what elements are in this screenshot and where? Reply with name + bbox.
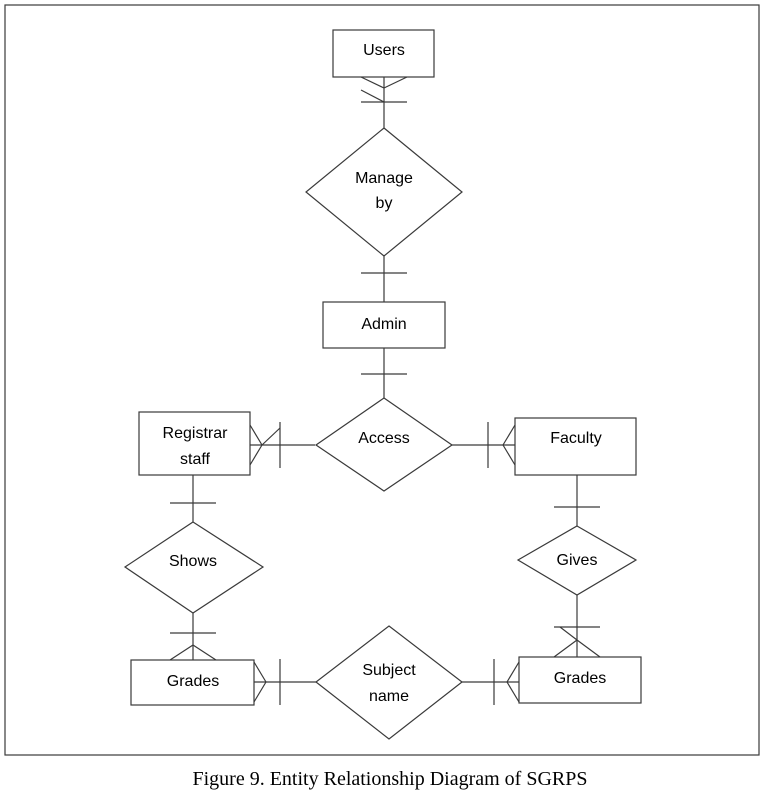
entity-users-label: Users bbox=[363, 42, 405, 59]
connectors bbox=[169, 76, 601, 705]
crows-foot-subject-right bbox=[493, 659, 520, 705]
relationship-subject-label-line2: name bbox=[369, 688, 409, 705]
entity-faculty: Faculty bbox=[514, 417, 637, 476]
relationship-shows: Shows bbox=[123, 521, 265, 614]
crows-foot-faculty bbox=[487, 422, 516, 468]
entity-faculty-label: Faculty bbox=[550, 430, 602, 447]
entity-admin-label: Admin bbox=[361, 316, 406, 333]
figure-caption: Figure 9. Entity Relationship Diagram of… bbox=[193, 768, 588, 790]
relationship-gives-label: Gives bbox=[557, 552, 598, 569]
entity-admin: Admin bbox=[322, 301, 446, 349]
entity-registrar-label-line1: Registrar bbox=[163, 425, 229, 442]
relationship-access: Access bbox=[314, 397, 454, 492]
relationship-gives: Gives bbox=[516, 525, 638, 596]
entity-registrar-label-line2: staff bbox=[180, 451, 211, 468]
crows-foot-users bbox=[360, 76, 408, 103]
crows-foot-grades-left bbox=[169, 632, 217, 661]
crows-foot-registrar bbox=[249, 422, 281, 468]
relationship-manage-label-line1: Manage bbox=[355, 170, 413, 187]
entity-grades-left-label: Grades bbox=[167, 673, 219, 690]
crows-foot-subject-left bbox=[253, 659, 281, 705]
entity-grades-left: Grades bbox=[130, 659, 255, 706]
relationship-subject-label-line1: Subject bbox=[362, 662, 416, 679]
diagram-frame bbox=[4, 4, 760, 756]
entity-users: Users bbox=[332, 29, 435, 78]
relationship-access-label: Access bbox=[358, 430, 410, 447]
relationship-subject-name: Subject name bbox=[315, 625, 463, 740]
relationship-manage-by: Manage by bbox=[305, 127, 463, 257]
entity-grades-right: Grades bbox=[518, 656, 642, 704]
crows-foot-grades-right bbox=[553, 626, 601, 658]
relationship-manage-label-line2: by bbox=[376, 195, 393, 212]
entity-grades-right-label: Grades bbox=[554, 670, 606, 687]
relationship-shows-label: Shows bbox=[169, 553, 217, 570]
entity-registrar-staff: Registrar staff bbox=[138, 411, 251, 476]
